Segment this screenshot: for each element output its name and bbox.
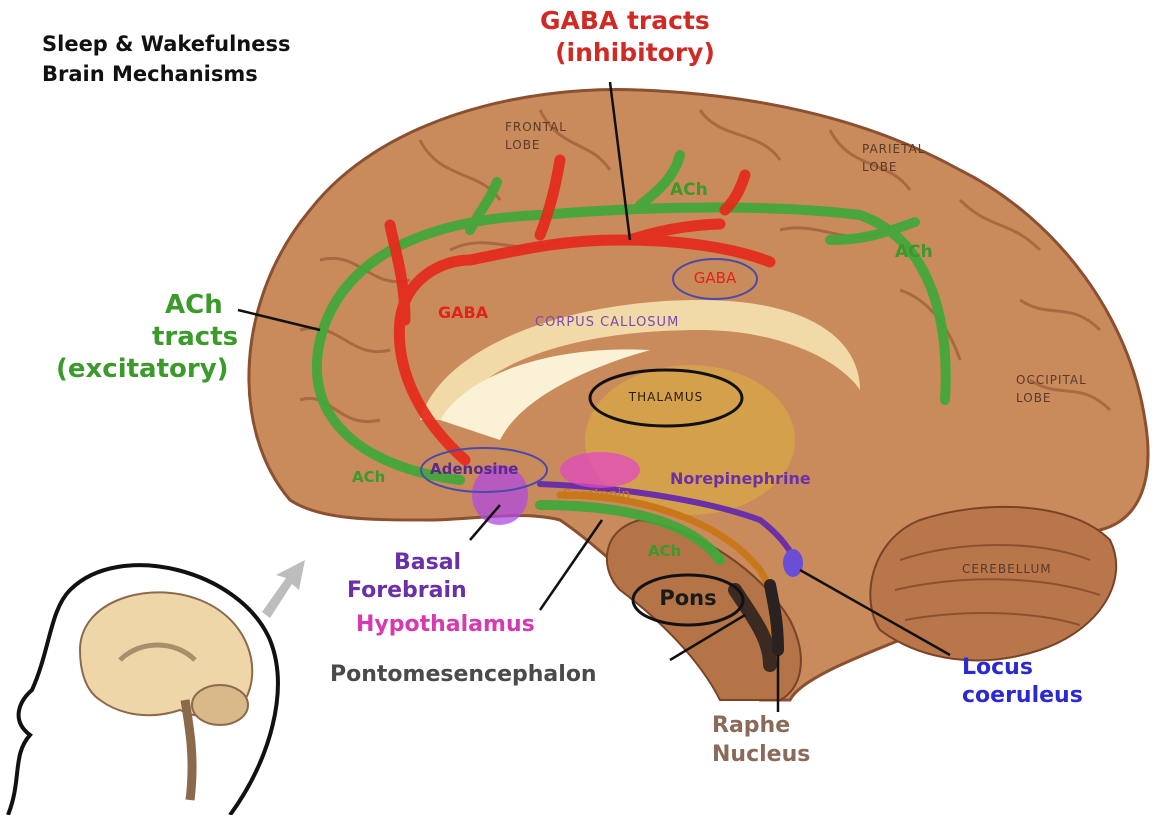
corpus-callosum-label: CORPUS CALLOSUM: [535, 315, 679, 330]
hypothalamus-label: Hypothalamus: [356, 612, 535, 637]
thalamus-label: THALAMUS: [600, 390, 732, 404]
ach-tracts-label-1: ACh: [165, 290, 223, 320]
ach-tracts-label-3: (excitatory): [56, 354, 229, 384]
occipital-lobe-label-1: OCCIPITAL: [1016, 373, 1087, 387]
basal-forebrain-label-1: Basal: [394, 550, 461, 575]
locus-coeruleus-label-2: coeruleus: [962, 683, 1083, 708]
gaba-circle-label: GABA: [685, 269, 745, 287]
raphe-nucleus-label-2: Nucleus: [712, 742, 810, 767]
diagram-title-line2: Brain Mechanisms: [42, 62, 258, 86]
pons-label: Pons: [638, 586, 738, 610]
occipital-lobe-label-2: LOBE: [1016, 391, 1052, 405]
raphe-nucleus-label-1: Raphe: [712, 713, 790, 738]
ach-top-label: ACh: [670, 180, 708, 200]
frontal-lobe-label-2: LOBE: [505, 138, 541, 152]
head-inset: [8, 565, 278, 815]
adenosine-label: Adenosine: [430, 460, 518, 478]
ach-pons-label: ACh: [648, 542, 681, 560]
hypothalamus-pointer: [540, 520, 602, 610]
locus-coeruleus-dot: [783, 549, 803, 577]
hypothalamus-blob: [560, 452, 640, 488]
parietal-lobe-label-1: PARIETAL: [862, 142, 925, 156]
pontomesencephalon-label: Pontomesencephalon: [330, 662, 597, 687]
cerebellum-label: CEREBELLUM: [962, 562, 1052, 576]
gaba-tracts-label: GABA tracts: [540, 6, 700, 35]
frontal-lobe-label-1: FRONTAL: [505, 120, 567, 134]
gaba-inhibitory-label: (inhibitory): [550, 38, 720, 67]
cerebellum-shape: [870, 507, 1116, 661]
locus-coeruleus-label-1: Locus: [962, 655, 1033, 680]
inset-arrow: [262, 560, 305, 618]
serotonin-label: Serotonin: [563, 487, 630, 503]
norepinephrine-label: Norepinephrine: [670, 469, 811, 488]
ach-left-label: ACh: [352, 468, 385, 486]
diagram-title-line1: Sleep & Wakefulness: [42, 32, 290, 56]
inset-cerebellum: [192, 685, 248, 725]
parietal-lobe-label-2: LOBE: [862, 160, 898, 174]
ach-right-label: ACh: [895, 242, 933, 262]
gaba-red-label: GABA: [438, 303, 488, 322]
basal-forebrain-label-2: Forebrain: [347, 578, 467, 603]
ach-tracts-label-2: tracts: [152, 322, 238, 352]
